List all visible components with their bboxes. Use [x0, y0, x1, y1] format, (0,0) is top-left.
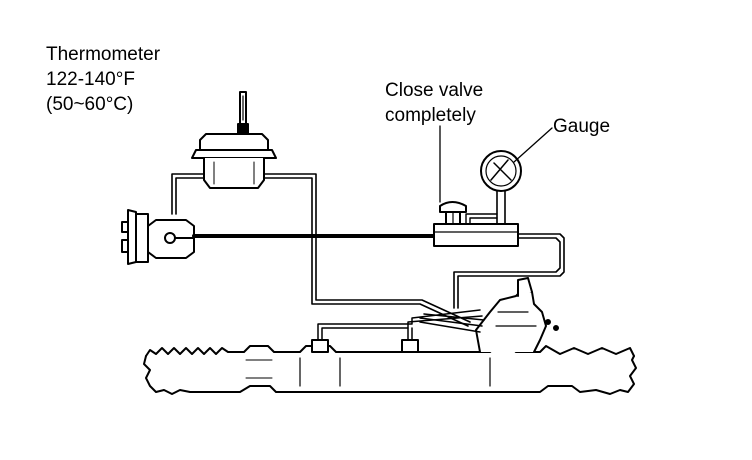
hose-reservoir-return — [263, 173, 471, 327]
gauge-label-text: Gauge — [553, 116, 611, 137]
pump — [121, 209, 195, 265]
hose-pump-to-reservoir — [171, 173, 205, 215]
thermometer-range-c: (50~60°C) — [46, 94, 134, 115]
valve-label-line2: completely — [385, 105, 476, 126]
hose-valve-to-gear — [453, 233, 565, 309]
valve-block — [433, 223, 519, 247]
steering-gear — [143, 277, 637, 395]
shutoff-valve-icon — [439, 201, 467, 225]
rack-tubes — [317, 309, 485, 341]
thermometer-label: Thermometer 122-140°F (50~60°C) — [46, 42, 160, 117]
reservoir — [191, 133, 277, 189]
gauge-leader-line — [513, 127, 553, 163]
thermometer-range-f: 122-140°F — [46, 69, 135, 90]
valve-label: Close valve completely — [385, 78, 483, 128]
gauge-label: Gauge — [553, 114, 610, 139]
thermometer-icon — [237, 91, 249, 135]
gauge-icon — [465, 150, 522, 225]
valve-label-line1: Close valve — [385, 80, 484, 101]
thermometer-name: Thermometer — [46, 44, 161, 65]
tube-fittings — [311, 339, 419, 353]
